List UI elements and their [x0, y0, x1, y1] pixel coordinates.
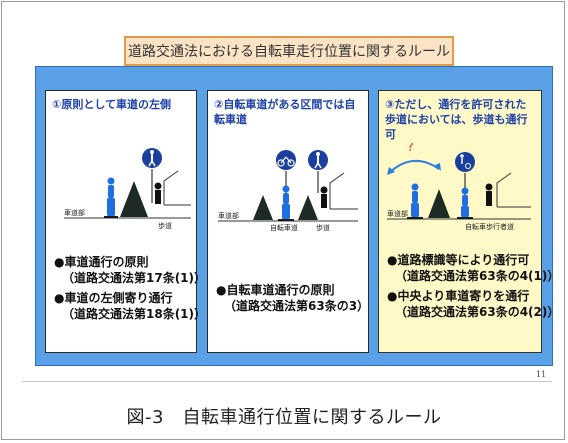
illustration-bikeway: 車道部 自転車道 歩道 [218, 150, 358, 232]
panel-1-heading: ①原則として車道の左側 [52, 98, 171, 111]
panel-permitted-sidewalk: ③ただし、通行を許可された歩道においては、歩道も通行可 ? [378, 90, 560, 353]
double-arrow-icon [388, 160, 440, 174]
panel-2-heading: ②自転車道がある区間では自転車道 [214, 98, 356, 126]
label-sidewalk: 歩道 [158, 221, 172, 230]
pedestrian-icon [154, 182, 162, 204]
question-mark: ? [407, 143, 414, 155]
panel-roadway-left: ①原則として車道の左側 [45, 90, 207, 353]
page-number: 11 [536, 370, 547, 379]
panel-bikeway: ②自転車道がある区間では自転車道 [207, 90, 369, 353]
rule-1a-law: （道路交通法第17条(1)） [62, 271, 207, 285]
rule-3b-law: （道路交通法第63条の4(2)） [395, 305, 560, 319]
tree-icon [253, 195, 273, 220]
pedestrian-icon [485, 183, 493, 206]
figure-caption: 図-3 自転車通行位置に関するルール [126, 407, 442, 428]
rule-1b-law: （道路交通法第18条(1)） [62, 307, 207, 321]
illustration-roadway-left: 車道部 歩道 [64, 148, 191, 230]
illustration-permitted-sidewalk: ? 車道 [387, 143, 531, 231]
pedestrian-icon [320, 186, 328, 208]
tree-icon [428, 189, 450, 218]
cyclist-icon [278, 185, 294, 221]
rule-3b-main: ●中央より車道寄りを通行 [387, 289, 530, 303]
label-shared-walk: 自転車歩行者道 [465, 222, 514, 231]
label-bikeway: 自転車道 [270, 223, 298, 232]
rule-3a-law: （道路交通法第63条の4(1)） [395, 269, 560, 283]
cyclist-icon [457, 187, 473, 219]
rule-1a-main: ●車道通行の原則 [54, 255, 149, 269]
pedestrian-sign-icon [142, 148, 162, 203]
label-roadway: 車道部 [64, 208, 85, 217]
label-roadway: 車道部 [218, 211, 239, 220]
slide-title: 道路交通法における自転車走行位置に関するルール [124, 36, 454, 66]
rule-2a-main: ●自転車道通行の原則 [216, 283, 335, 297]
tree-icon [120, 181, 148, 217]
pedestrian-sign-icon [308, 150, 328, 193]
rule-3a: ●道路標識等により通行可 （道路交通法第63条の4(1)） [387, 252, 560, 284]
label-sidewalk: 歩道 [316, 223, 330, 232]
rule-3a-main: ●道路標識等により通行可 [387, 253, 530, 267]
slide-title-text: 道路交通法における自転車走行位置に関するルール [128, 44, 450, 60]
cyclist-icon [104, 177, 118, 218]
slide-bottom-divider [22, 381, 552, 382]
cyclist-icon [407, 183, 423, 219]
rule-1a: ●車道通行の原則 （道路交通法第17条(1)） [54, 254, 207, 286]
rule-1b: ●車道の左側寄り通行 （道路交通法第18条(1)） [54, 290, 207, 322]
rule-1b-main: ●車道の左側寄り通行 [54, 291, 173, 305]
panel-3-heading: ③ただし、通行を許可された歩道においては、歩道も通行可 [385, 98, 528, 141]
rule-3b: ●中央より車道寄りを通行 （道路交通法第63条の4(2)） [387, 288, 560, 320]
rule-2a-law: （道路交通法第63条の3） [224, 299, 370, 313]
rule-2a: ●自転車道通行の原則 （道路交通法第63条の3） [216, 282, 370, 314]
tree-icon [298, 195, 318, 220]
label-roadway: 車道部 [387, 209, 408, 218]
bicycle-sign-icon [276, 150, 296, 193]
